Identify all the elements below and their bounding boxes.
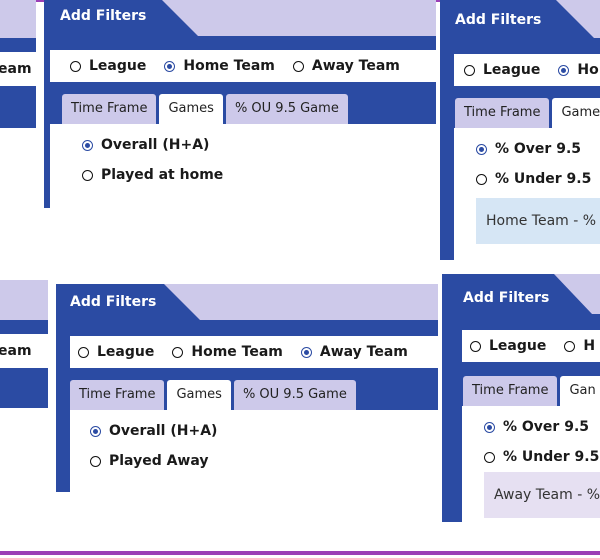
option-under-indicator [476, 173, 487, 185]
radio-league[interactable]: League [70, 58, 146, 74]
radio-league-indicator [470, 340, 481, 352]
panel-header: Add Filters [440, 0, 600, 38]
radio-home-team-indicator [564, 340, 576, 352]
option-over-indicator [484, 421, 495, 433]
panel-bar [56, 320, 438, 336]
header-tab-shape [556, 0, 600, 38]
tab-games[interactable]: Gan [560, 376, 600, 406]
team-radio-group: League Home Team Away Team [70, 336, 438, 368]
filter-panel-bottom-center: Add Filters League Home Team Away Team T… [56, 284, 438, 492]
panel-title: Add Filters [463, 290, 550, 306]
option-under[interactable]: % Under 9.5 [476, 171, 591, 187]
tab-ou-game[interactable]: % OU 9.5 Game [225, 94, 348, 124]
radio-home-team-indicator [558, 64, 570, 76]
option-played-away[interactable]: Played Away [90, 453, 209, 469]
radio-league-indicator [464, 64, 475, 76]
left-bottom-radio-fragment: eam [0, 334, 48, 368]
left-bottom-tabbar-fragment [0, 368, 48, 408]
bottom-border [0, 551, 600, 555]
radio-away-team[interactable]: Away Team [300, 344, 408, 360]
radio-away-team[interactable]: Away Team [292, 58, 400, 74]
option-played-at-home[interactable]: Played at home [82, 167, 223, 183]
option-under[interactable]: % Under 9.5 [484, 449, 599, 465]
filter-tabs: Time Frame Games % OU 9.5 Game [62, 94, 351, 124]
option-overall-indicator [90, 425, 101, 437]
panel-side [442, 314, 462, 522]
team-radio-group: League Ho [454, 54, 600, 86]
panel-title: Add Filters [60, 8, 147, 24]
team-radio-group: League H [462, 330, 600, 362]
radio-home-team-indicator [164, 60, 176, 72]
panel-side [440, 38, 454, 260]
panel-bar [442, 314, 600, 330]
left-bottom-fragment-text: eam [0, 343, 32, 359]
option-over[interactable]: % Over 9.5 [484, 419, 589, 435]
option-played-at-home-indicator [82, 169, 93, 181]
radio-league-indicator [78, 346, 89, 358]
radio-home-team-indicator [172, 346, 184, 358]
filter-tabs: Time Frame Gan [463, 376, 600, 406]
option-played-away-indicator [90, 455, 101, 467]
option-over-indicator [476, 143, 487, 155]
radio-home-team[interactable]: H [564, 338, 595, 354]
radio-league[interactable]: League [470, 338, 546, 354]
tab-games[interactable]: Game [552, 98, 600, 128]
filter-tabs: Time Frame Game [455, 98, 600, 128]
tab-games[interactable]: Games [159, 94, 223, 124]
option-overall[interactable]: Overall (H+A) [90, 423, 217, 439]
option-overall[interactable]: Overall (H+A) [82, 137, 209, 153]
filter-panel-top-right: Add Filters League Ho Time Frame Game % … [440, 0, 600, 260]
filter-panel-bottom-right: Add Filters League H Time Frame Gan % Ov… [442, 274, 600, 522]
panel-title: Add Filters [455, 12, 542, 28]
header-tab-shape [162, 0, 436, 36]
tab-games[interactable]: Games [167, 380, 231, 410]
radio-league-indicator [70, 60, 81, 72]
left-top-bar-fragment [0, 38, 36, 52]
tab-time-frame[interactable]: Time Frame [70, 380, 165, 410]
radio-home-team[interactable]: Ho [558, 62, 599, 78]
filter-panel-top-center: Add Filters League Home Team Away Team T… [44, 0, 436, 208]
panel-title: Add Filters [70, 294, 157, 310]
radio-home-team[interactable]: Home Team [164, 58, 275, 74]
panel-header: Add Filters [442, 274, 600, 314]
panel-bar [44, 36, 436, 50]
left-top-tabbar-fragment [0, 86, 36, 128]
panel-side [44, 36, 50, 208]
left-top-fragment-text: eam [0, 61, 32, 77]
option-overall-indicator [82, 139, 93, 151]
left-top-radio-fragment: eam [0, 52, 36, 86]
panel-bar [440, 38, 600, 54]
radio-league[interactable]: League [464, 62, 540, 78]
radio-away-team-indicator [300, 346, 312, 358]
option-under-indicator [484, 451, 495, 463]
radio-away-team-indicator [292, 60, 304, 72]
panel-header: Add Filters [56, 284, 438, 320]
filter-tabs: Time Frame Games % OU 9.5 Game [70, 380, 359, 410]
left-top-header-fragment [0, 0, 36, 38]
radio-home-team[interactable]: Home Team [172, 344, 283, 360]
tab-time-frame[interactable]: Time Frame [455, 98, 550, 128]
left-bottom-header-fragment [0, 280, 48, 320]
tab-time-frame[interactable]: Time Frame [463, 376, 558, 406]
tab-time-frame[interactable]: Time Frame [62, 94, 157, 124]
info-home-team: Home Team - % [476, 198, 600, 244]
left-bottom-bar-fragment [0, 320, 48, 334]
radio-league[interactable]: League [78, 344, 154, 360]
tab-ou-game[interactable]: % OU 9.5 Game [233, 380, 356, 410]
panel-header: Add Filters [44, 0, 436, 36]
option-over[interactable]: % Over 9.5 [476, 141, 581, 157]
header-tab-shape [164, 284, 438, 320]
team-radio-group: League Home Team Away Team [60, 50, 436, 82]
header-tab-shape [554, 274, 600, 314]
panel-side [56, 320, 70, 492]
info-away-team: Away Team - % [484, 472, 600, 518]
